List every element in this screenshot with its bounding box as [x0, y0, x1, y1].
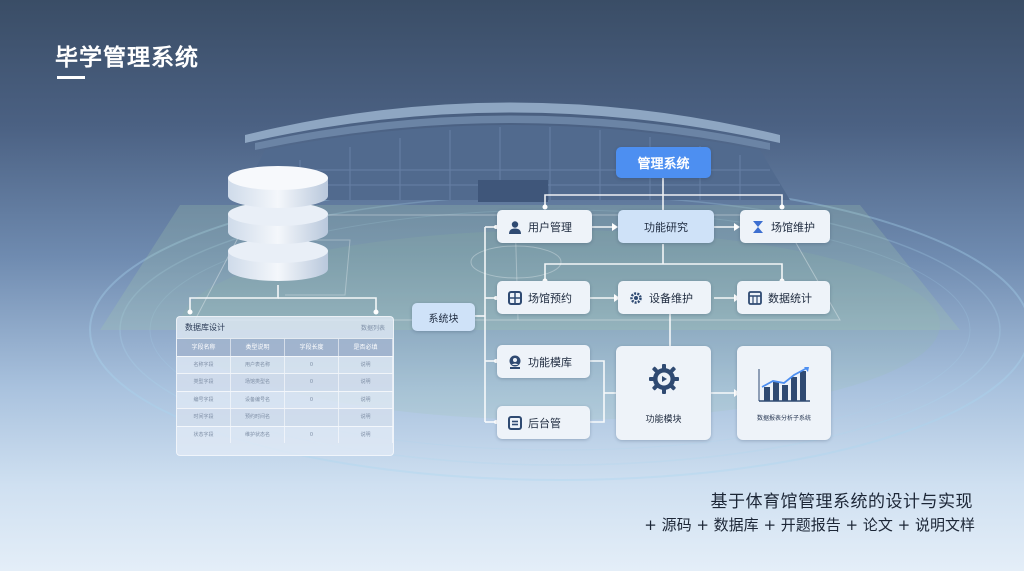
table-cell: 场馆类型名 — [231, 374, 285, 391]
node-data-statistics[interactable]: 数据统计 — [737, 281, 830, 314]
table-cell: 说明 — [339, 426, 393, 443]
table-cell: 维护状态名 — [231, 426, 285, 443]
node-equipment-maintenance[interactable]: 设备维护 — [618, 281, 711, 314]
table-cell: 0 — [285, 391, 339, 408]
table-header-bar: 数据库设计 数据列表 — [177, 317, 393, 338]
title-underline — [57, 76, 85, 79]
table-cell: 说明 — [339, 356, 393, 373]
table-list-link[interactable]: 数据列表 — [360, 325, 385, 332]
table-cell: 预约时间名 — [231, 409, 285, 426]
page-title: 毕学管理系统 — [55, 45, 199, 71]
column-header: 是否必填 — [339, 339, 393, 356]
database-table-panel: 数据库设计 数据列表 字段名称 类型说明 字段长度 是否必填 名称字段 用户表名… — [176, 316, 394, 456]
database-icon — [228, 166, 328, 281]
table-cell: 0 — [285, 356, 339, 373]
table-icon — [747, 290, 762, 305]
table-cell: 设备编号名 — [231, 391, 285, 408]
table-cell: 说明 — [339, 409, 393, 426]
node-label: 用户管理 — [528, 220, 572, 234]
table-row: 名称字段 用户表名称 0 说明 — [177, 355, 393, 373]
node-label: 功能研究 — [644, 220, 688, 234]
table-cell: 说明 — [339, 391, 393, 408]
user-badge-icon — [507, 354, 522, 369]
node-label: 数据统计 — [768, 291, 812, 305]
table-header-row: 字段名称 类型说明 字段长度 是否必填 — [177, 338, 393, 356]
card-label: 数据报表分析子系统 — [756, 414, 811, 422]
node-label: 设备维护 — [649, 291, 693, 305]
settings-play-icon — [647, 362, 681, 400]
terminal-box-icon — [507, 415, 522, 430]
node-label: 管理系统 — [637, 157, 690, 172]
node-label: 后台管 — [528, 416, 561, 430]
node-report-subsystem-card[interactable]: 数据报表分析子系统 — [737, 346, 831, 440]
gear-icon — [628, 290, 643, 305]
table-row: 时间字段 预约时间名 说明 — [177, 408, 393, 426]
table-row: 编号字段 设备编号名 0 说明 — [177, 390, 393, 408]
node-system-modules[interactable]: 系统块 — [412, 303, 475, 331]
table-row: 类型字段 场馆类型名 0 说明 — [177, 373, 393, 391]
node-backend[interactable]: 后台管 — [497, 406, 590, 439]
table-cell: 名称字段 — [177, 356, 231, 373]
node-label: 系统块 — [428, 313, 459, 325]
table-cell: 编号字段 — [177, 391, 231, 408]
table-cell — [285, 409, 339, 426]
table-cell: 用户表名称 — [231, 356, 285, 373]
bar-chart-icon — [756, 365, 812, 407]
table-cell: 类型字段 — [177, 374, 231, 391]
footer-subtitle: + 源码 + 数据库 + 开题报告 + 论文 + 说明文样 — [644, 516, 975, 534]
node-label: 功能模库 — [528, 355, 572, 369]
column-header: 字段长度 — [285, 339, 339, 356]
node-user-management[interactable]: 用户管理 — [497, 210, 592, 243]
table-title: 数据库设计 — [185, 323, 225, 332]
node-venue-maintenance[interactable]: 场馆维护 — [740, 210, 830, 243]
column-header: 字段名称 — [177, 339, 231, 356]
table-cell: 0 — [285, 374, 339, 391]
card-label: 功能模块 — [645, 414, 682, 425]
node-label: 场馆维护 — [771, 220, 815, 234]
footer-title: 基于体育馆管理系统的设计与实现 — [710, 492, 973, 512]
table-row: 状态字段 维护状态名 0 说明 — [177, 425, 393, 443]
table-cell: 状态字段 — [177, 426, 231, 443]
table-cell: 0 — [285, 426, 339, 443]
table-cell: 时间字段 — [177, 409, 231, 426]
hourglass-icon — [750, 219, 765, 234]
node-label: 场馆预约 — [528, 291, 572, 305]
node-function-research[interactable]: 功能研究 — [618, 210, 714, 243]
node-venue-booking[interactable]: 场馆预约 — [497, 281, 590, 314]
node-management-system[interactable]: 管理系统 — [616, 147, 711, 178]
user-icon — [507, 219, 522, 234]
node-function-modules-card[interactable]: 功能模块 — [616, 346, 711, 440]
column-header: 类型说明 — [231, 339, 285, 356]
calendar-grid-icon — [507, 290, 522, 305]
node-function-library[interactable]: 功能模库 — [497, 345, 590, 378]
table-cell: 说明 — [339, 374, 393, 391]
